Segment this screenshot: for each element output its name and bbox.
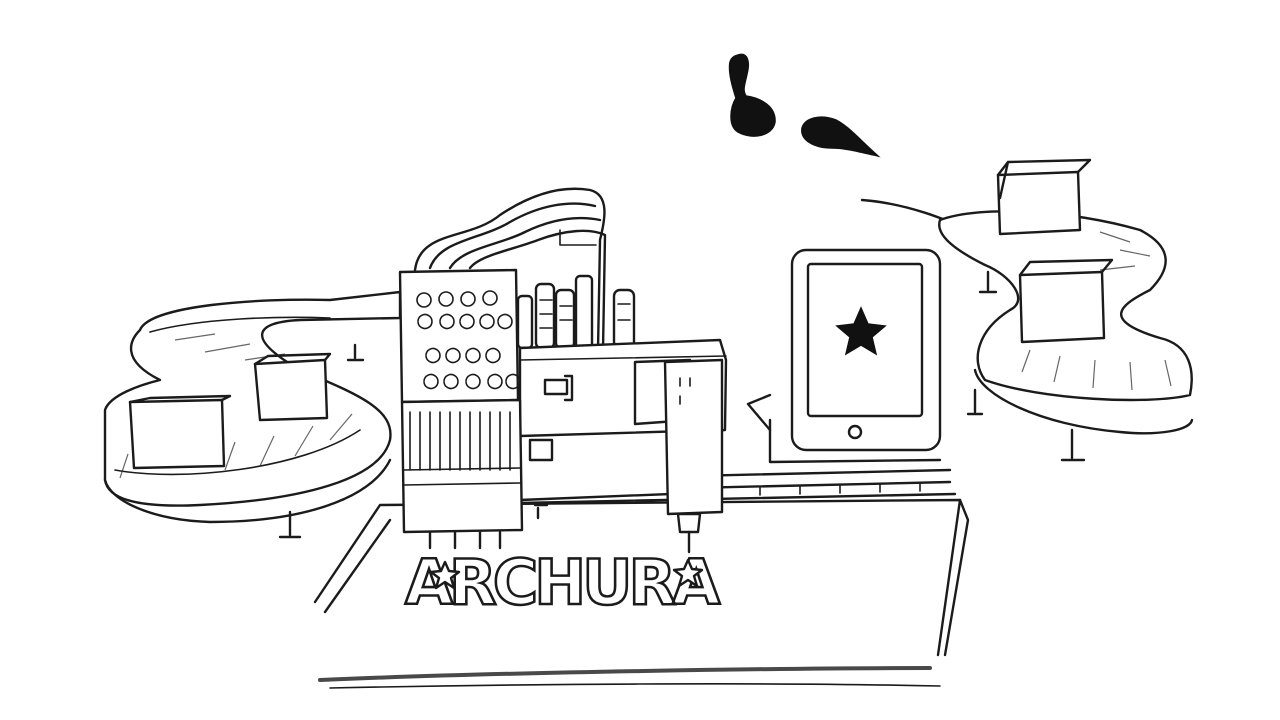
right-box-top <box>996 170 1082 236</box>
tablet-home-button <box>847 424 863 440</box>
blob-drop-icon <box>801 116 881 158</box>
logo-star-left-icon <box>429 560 461 590</box>
logo-star-right-icon <box>672 558 704 588</box>
needle-arm <box>663 358 724 516</box>
logo-text: ARCHURA <box>405 546 720 619</box>
embroidery-machine <box>398 187 728 554</box>
thread-spools <box>516 274 636 350</box>
left-box-front <box>128 398 226 470</box>
blob-keyhole-icon <box>728 53 776 137</box>
tablet <box>746 248 942 464</box>
control-panel <box>398 268 520 404</box>
ink-blobs <box>728 53 881 158</box>
embroidered-logo: ARCHURA <box>404 545 726 621</box>
control-knobs <box>416 290 521 390</box>
right-box-middle <box>1018 270 1106 344</box>
left-box-back <box>253 358 329 422</box>
right-conveyor <box>860 158 1194 462</box>
left-conveyor <box>103 290 402 539</box>
needle-bars <box>400 398 524 534</box>
star-icon <box>835 306 887 356</box>
